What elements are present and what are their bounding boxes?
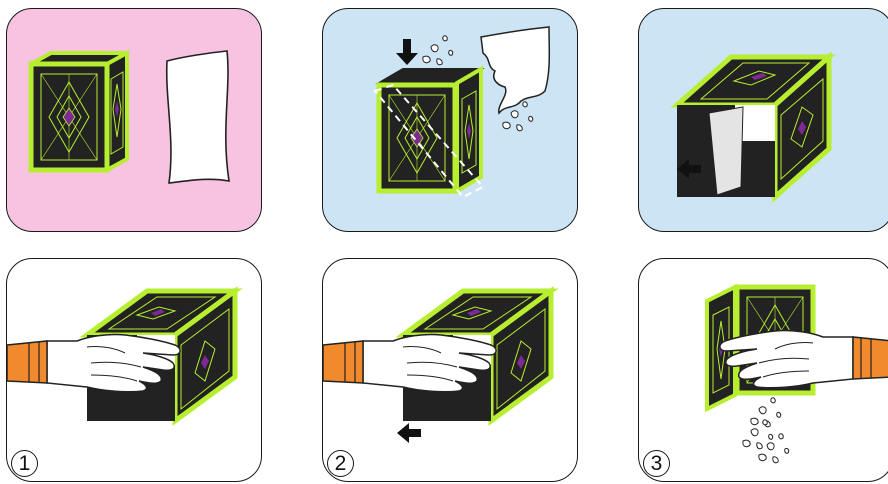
panel-1 bbox=[6, 8, 262, 232]
step-number-3: 3 bbox=[643, 450, 670, 477]
arrow-left-icon bbox=[397, 423, 421, 443]
paper-sheet bbox=[167, 51, 229, 183]
panel-4: 1 bbox=[6, 258, 262, 482]
step-1-illustration bbox=[7, 259, 262, 482]
box-and-paper-illustration bbox=[7, 9, 262, 232]
open-tunnel-illustration bbox=[639, 9, 888, 232]
step-number-2: 2 bbox=[327, 450, 354, 477]
panel-2 bbox=[322, 8, 578, 232]
panel-3 bbox=[638, 8, 888, 232]
step-3-illustration bbox=[639, 259, 888, 482]
torn-paper bbox=[481, 27, 549, 113]
step-number-1: 1 bbox=[11, 450, 38, 477]
arrow-down-icon bbox=[396, 39, 418, 65]
panel-5: 2 bbox=[322, 258, 578, 482]
paper-tearing-illustration bbox=[323, 9, 578, 232]
panel-6: 3 bbox=[638, 258, 888, 482]
step-2-illustration bbox=[323, 259, 578, 482]
